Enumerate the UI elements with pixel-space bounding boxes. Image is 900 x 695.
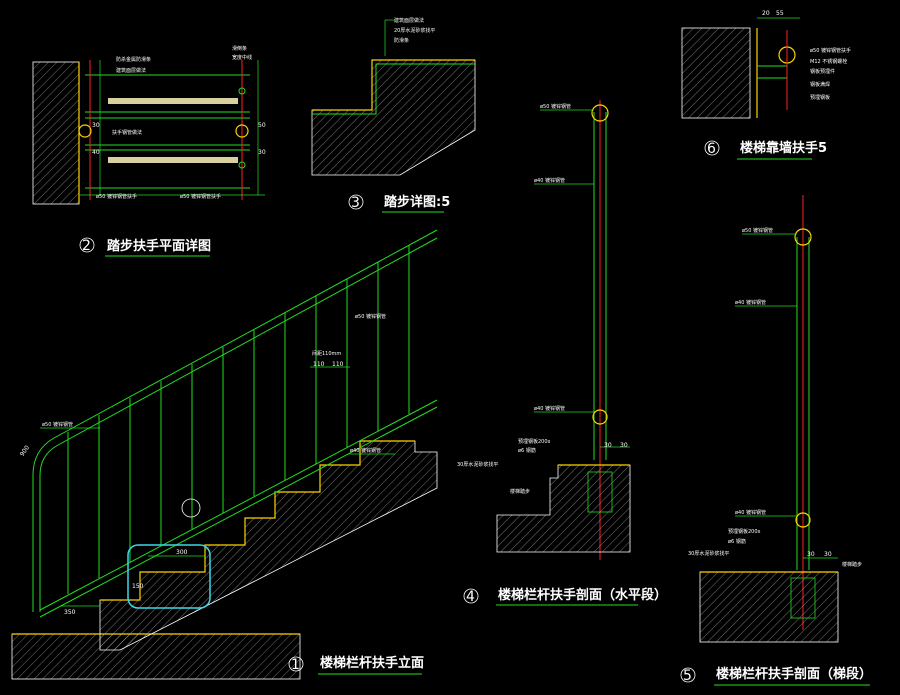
v2-annotation: 宽度中线 — [232, 54, 252, 61]
v2-annotation: 防杀金属防滑条 — [116, 56, 151, 63]
v5-annotation: ø50 镀锌钢管 — [742, 227, 773, 234]
v3-annotation: 防滑条 — [394, 37, 409, 44]
v1-annotation: ø50 镀锌钢管 — [42, 421, 73, 428]
v5-annotation: 预埋钢板200x — [728, 528, 761, 535]
handrail-tube — [591, 104, 609, 122]
floor-slab — [11, 633, 301, 680]
balusters — [67, 245, 410, 594]
rail-tube — [795, 512, 811, 528]
v1-annotation: ø40 镀锌钢管 — [350, 447, 381, 454]
dimension-label: 30 — [620, 442, 628, 449]
highlight-box — [127, 544, 211, 609]
view-number: 1 — [291, 657, 300, 673]
view-title: 楼梯栏杆扶手立面 — [320, 655, 424, 671]
view-number-bubble — [348, 194, 364, 210]
v2-annotation: ø50 镀锌钢管扶手 — [180, 193, 221, 200]
v3-annotation: 建筑面层做法 — [394, 17, 424, 24]
dimension-label: 55 — [776, 10, 784, 17]
dimension-label: 110 — [332, 361, 344, 368]
dimension-label: 30 — [824, 551, 832, 558]
v5-annotation: ø40 镀锌钢管 — [735, 509, 766, 516]
dimension-label: 30 — [604, 442, 612, 449]
detail-callout — [181, 498, 201, 518]
v4-annotation: ø40 镀锌钢管 — [534, 405, 565, 412]
view-title: 楼梯栏杆扶手剖面（水平段） — [498, 587, 667, 603]
v4-annotation: ø50 镀锌钢管 — [540, 103, 571, 110]
v2-annotation: 建筑面层做法 — [116, 67, 146, 74]
embed-plate — [587, 471, 613, 513]
view-5-section-flight: ø50 镀锌钢管 ø40 镀锌钢管 ø40 镀锌钢管 预埋钢板200x ø6 钢… — [680, 195, 872, 686]
v5-annotation: 楼梯踏步 — [842, 561, 862, 568]
bottom-rail — [39, 399, 438, 611]
dimension-label: 30 — [807, 551, 815, 558]
v2-annotation: 扶手钢管做法 — [112, 129, 142, 136]
v2-annotation: 滑倒条 — [232, 45, 247, 52]
concrete-step — [699, 571, 839, 643]
view-number: 2 — [82, 238, 91, 254]
view-title: 楼梯栏杆扶手剖面（梯段） — [716, 666, 872, 682]
dimension-label: 150 — [132, 583, 144, 590]
dimension-label: 900 — [19, 444, 31, 458]
concrete-step — [496, 464, 631, 553]
view-3-tread-detail: 建筑面层做法 20厚水泥砂浆找平 防滑条 3 踏步详图:5 — [311, 17, 476, 213]
view-1-railing-elevation: 300 150 350 900 110 110 间距110mm ø50 镀锌钢管… — [11, 229, 438, 680]
v6-annotation: 钢板满焊 — [810, 81, 830, 88]
view-number-bubble — [680, 667, 696, 683]
dimension-label: 30 — [92, 122, 100, 129]
v5-annotation: 30厚水泥砂浆找平 — [688, 550, 729, 557]
view-number: 5 — [683, 668, 692, 684]
view-title: 踏步扶手平面详图 — [107, 238, 211, 254]
embed-plate — [790, 577, 816, 619]
dimension-label: 40 — [92, 149, 100, 156]
v4-annotation: ø40 镀锌钢管 — [534, 177, 565, 184]
v4-annotation: 30厚水泥砂浆找平 — [457, 461, 498, 468]
v4-annotation: 楼梯踏步 — [510, 488, 530, 495]
wall-section — [32, 61, 80, 205]
v1-annotation: ø50 镀锌钢管 — [355, 313, 386, 320]
view-4-section-horizontal: ø50 镀锌钢管 ø40 镀锌钢管 ø40 镀锌钢管 预埋钢板200x ø6 钢… — [457, 100, 667, 606]
non-slip-strip — [108, 157, 238, 163]
v6-annotation: 预埋钢板 — [810, 94, 830, 101]
view-number-bubble — [288, 656, 304, 672]
v6-annotation: M12 不锈钢螺栓 — [810, 58, 847, 65]
view-number-bubble — [79, 237, 95, 253]
wall-section — [681, 27, 751, 119]
v4-annotation: ø6 钢筋 — [518, 447, 536, 454]
v1-annotation: 间距110mm — [312, 350, 341, 357]
view-title: 楼梯靠墙扶手5 — [740, 140, 827, 156]
dimension-label: 350 — [64, 609, 76, 616]
handrail-top — [39, 237, 438, 612]
dimension-label: 50 — [258, 122, 266, 129]
handrail-tube — [794, 228, 812, 246]
dimension-label: 300 — [176, 549, 188, 556]
non-slip-strip — [108, 98, 238, 104]
view-2-plan-detail: 防杀金属防滑条 建筑面层做法 滑倒条 宽度中线 扶手钢管做法 ø50 镀锌钢管扶… — [32, 45, 266, 257]
v6-annotation: ø50 镀锌钢管扶手 — [810, 47, 851, 54]
dimension-label: 30 — [258, 149, 266, 156]
view-number-bubble — [463, 588, 479, 604]
v5-annotation: ø6 钢筋 — [728, 538, 746, 545]
dimension-label: 20 — [762, 10, 770, 17]
rail-tube — [592, 409, 608, 425]
view-6-wall-handrail: 20 55 ø50 镀锌钢管扶手 M12 不锈钢螺栓 钢板预埋件 钢板满焊 预埋… — [681, 10, 851, 160]
concrete-step — [311, 59, 476, 176]
view-number-bubble — [704, 140, 720, 156]
view-number: 6 — [707, 141, 716, 157]
view-number: 3 — [351, 195, 360, 211]
v4-annotation: 预埋钢板200x — [518, 438, 551, 445]
view-number: 4 — [466, 589, 475, 605]
view-title: 踏步详图:5 — [384, 194, 450, 210]
dimension-label: 110 — [313, 361, 325, 368]
v2-annotation: ø50 镀锌钢管扶手 — [96, 193, 137, 200]
v3-annotation: 20厚水泥砂浆找平 — [394, 27, 435, 34]
v5-annotation: ø40 镀锌钢管 — [735, 299, 766, 306]
v6-annotation: 钢板预埋件 — [810, 68, 835, 75]
